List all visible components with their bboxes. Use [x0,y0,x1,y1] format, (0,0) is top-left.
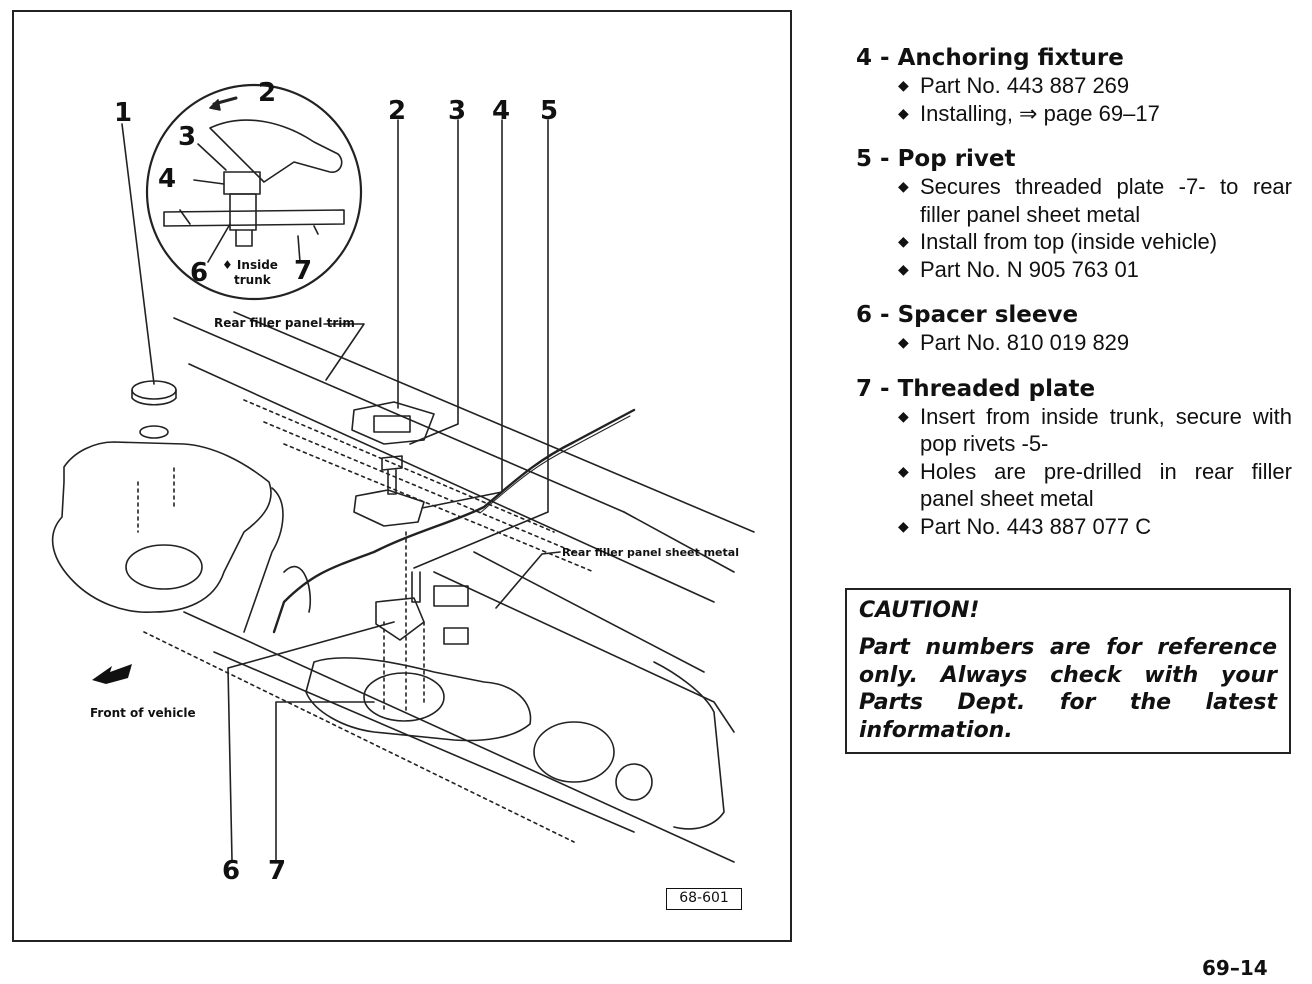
diagram-drawing [51,83,755,863]
legend-item-4: 4 - Anchoring fixture Part No. 443 887 2… [856,44,1292,127]
legend-heading: 5 - Pop rivet [856,146,1016,172]
inset-callout-6: 6 [190,258,209,288]
detail-inset-circle [145,83,363,301]
legend-bullet: Part No. 810 019 829 [898,329,1292,357]
legend-bullet: Secures threaded plate -7- to rear fille… [898,173,1292,228]
legend-bullet: Holes are pre-drilled in rear filler pan… [898,458,1292,513]
label-front-of-vehicle: Front of vehicle [90,706,196,720]
parts-legend: 4 - Anchoring fixture Part No. 443 887 2… [856,44,1292,558]
legend-heading: 4 - Anchoring fixture [856,45,1124,71]
legend-item-5: 5 - Pop rivet Secures threaded plate -7-… [856,145,1292,283]
legend-item-6: 6 - Spacer sleeve Part No. 810 019 829 [856,301,1292,357]
figure-id: 68-601 [666,888,742,910]
legend-bullet: Installing, ⇒ page 69–17 [898,100,1292,128]
inset-callout-4: 4 [158,164,177,194]
caution-box: CAUTION! Part numbers are for reference … [845,588,1291,754]
callout-4: 4 [492,96,511,126]
legend-bullet: Install from top (inside vehicle) [898,228,1292,256]
label-rear-filler-panel-trim: Rear filler panel trim [214,316,355,330]
callout-5: 5 [540,96,559,126]
inset-note-line2: trunk [234,273,271,287]
callout-1: 1 [114,98,133,128]
legend-item-7: 7 - Threaded plate Insert from inside tr… [856,375,1292,541]
callout-7: 7 [268,856,287,886]
legend-heading: 6 - Spacer sleeve [856,302,1079,328]
inset-callout-7: 7 [294,256,313,286]
callout-3: 3 [448,96,467,126]
callout-6: 6 [222,856,241,886]
inset-callout-2: 2 [258,78,277,108]
page-number: 69–14 [1202,956,1268,980]
caution-title: CAUTION! [859,598,980,623]
legend-heading: 7 - Threaded plate [856,375,1096,402]
label-rear-filler-panel-sheet-metal: Rear filler panel sheet metal [562,546,739,559]
legend-bullet: Part No. 443 887 269 [898,72,1292,100]
front-arrow-icon [92,664,132,684]
legend-bullet: Part No. 443 887 077 C [898,513,1292,541]
legend-bullet: Insert from inside trunk, secure with po… [898,403,1292,458]
callout-2: 2 [388,96,407,126]
caution-body: Part numbers are for reference only. Alw… [859,635,1277,743]
inset-note-line1: ♦ Inside [222,258,278,272]
exploded-diagram: 1 2 3 4 5 6 7 2 3 4 6 7 ♦ Inside trunk R… [12,10,792,942]
legend-bullet: Part No. N 905 763 01 [898,256,1292,284]
inset-callout-3: 3 [178,122,197,152]
